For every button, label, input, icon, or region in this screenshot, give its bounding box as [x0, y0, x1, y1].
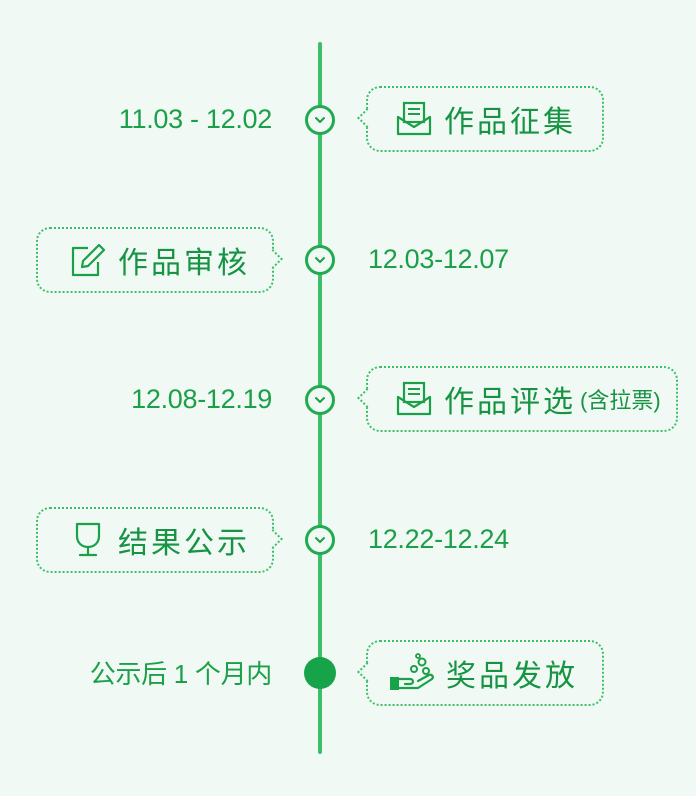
- step-card: 作品征集: [357, 86, 604, 152]
- step-label: 作品审核: [118, 247, 250, 280]
- step-date: 11.03 - 12.02: [118, 104, 273, 134]
- envelope-document-icon: [394, 379, 434, 419]
- step-card: 奖品发放: [357, 640, 604, 706]
- step-date: 12.22-12.24: [368, 524, 509, 554]
- step-label: 作品征集: [444, 106, 576, 139]
- step-card: 结果公示: [36, 507, 283, 573]
- hand-coins-icon: [388, 653, 436, 693]
- step-card: 作品审核: [36, 227, 283, 293]
- step-date: 12.03-12.07: [368, 244, 509, 274]
- timeline-end-dot: [304, 657, 336, 689]
- step-label: 作品评选: [444, 386, 576, 419]
- envelope-document-icon: [394, 99, 434, 139]
- step-label: 奖品发放: [446, 660, 578, 693]
- step-label: 结果公示: [118, 527, 250, 560]
- chevron-down-icon[interactable]: [305, 385, 335, 415]
- trophy-icon: [68, 520, 108, 560]
- step-sublabel: (含拉票): [580, 388, 661, 413]
- chevron-down-icon[interactable]: [305, 245, 335, 275]
- chevron-down-icon[interactable]: [305, 525, 335, 555]
- edit-icon: [68, 240, 108, 280]
- step-date: 12.08-12.19: [131, 384, 272, 414]
- chevron-down-icon[interactable]: [305, 105, 335, 135]
- step-date: 公示后 1 个月内: [89, 659, 273, 689]
- step-card: 作品评选 (含拉票): [357, 366, 678, 432]
